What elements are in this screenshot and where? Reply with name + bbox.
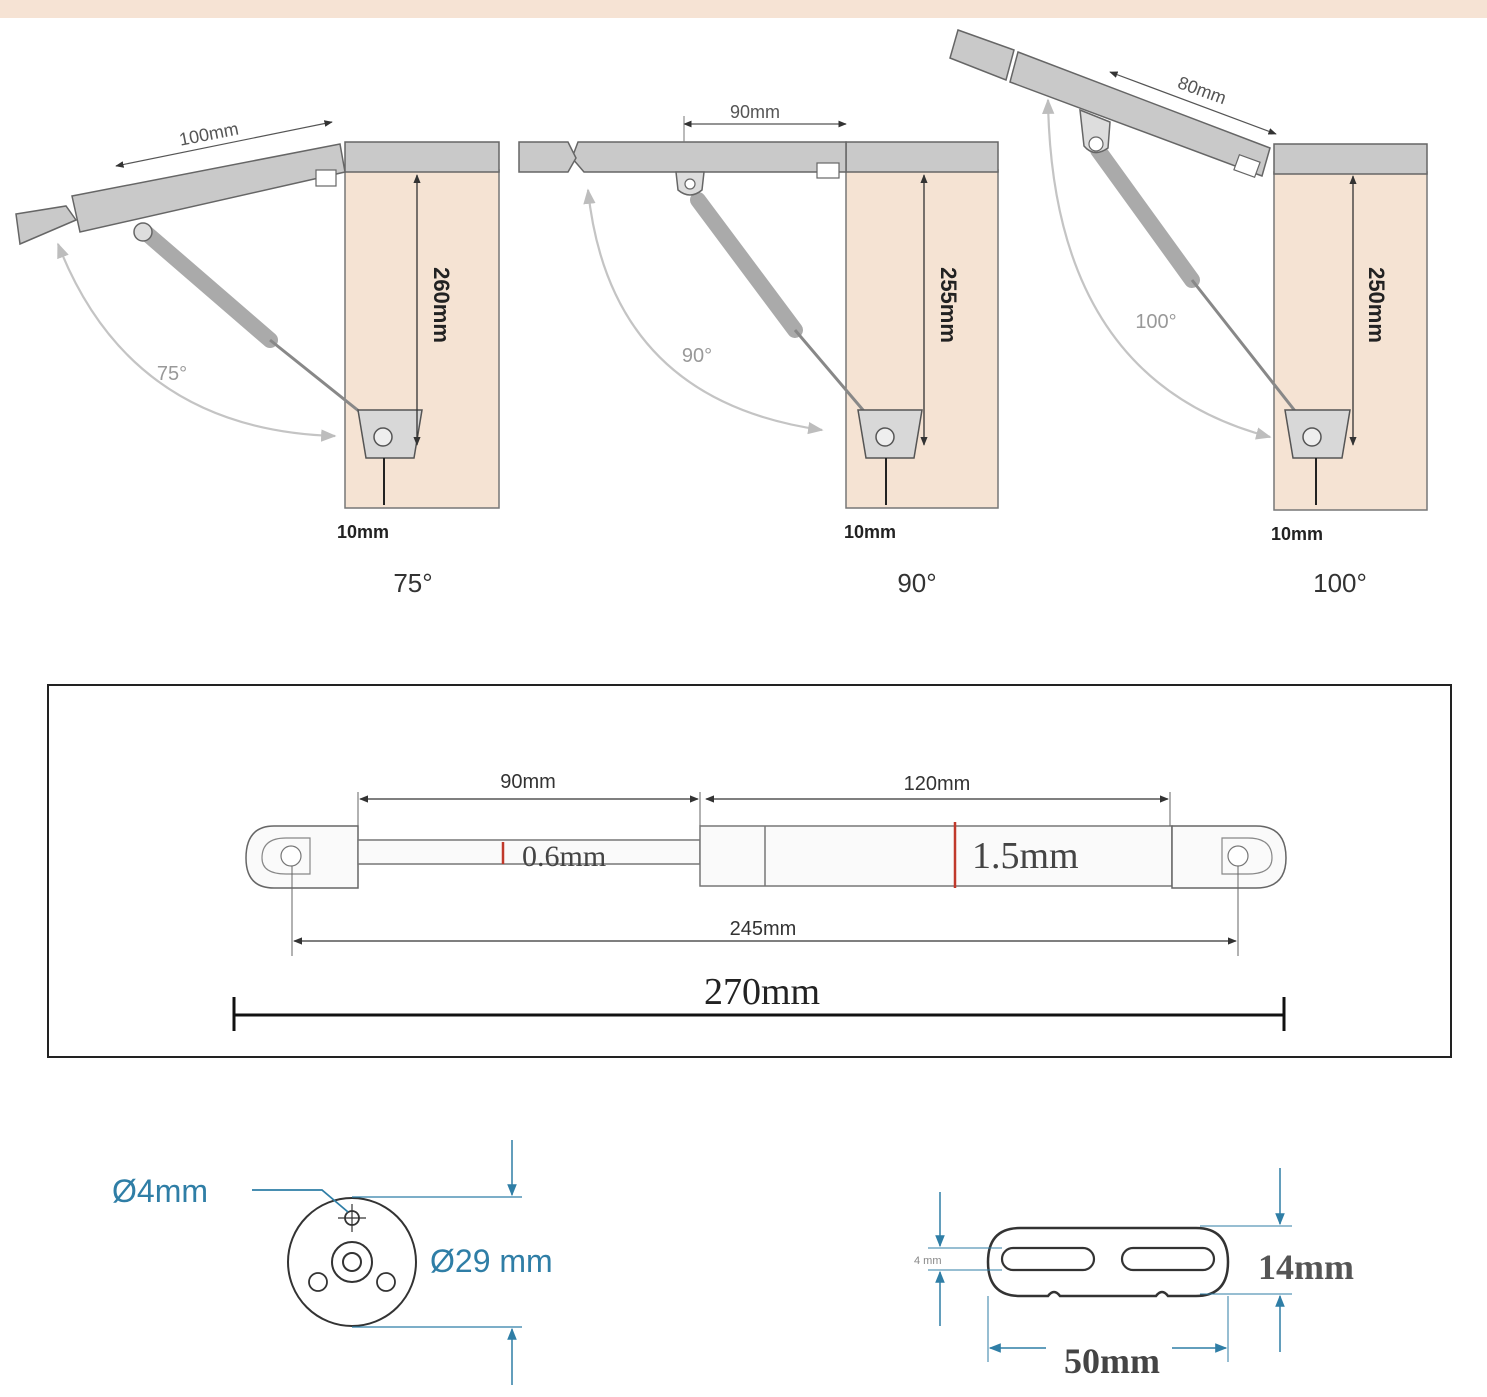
panel-caption: 100°	[1313, 568, 1367, 598]
cabinet-top	[344, 141, 500, 173]
width-label: 50mm	[1064, 1341, 1160, 1381]
panel-caption: 75°	[393, 568, 432, 598]
left-end-fitting	[245, 825, 359, 889]
total-length-label: 270mm	[704, 971, 820, 1013]
offset-label: 10mm	[1271, 524, 1323, 544]
height-dim: 260mm	[429, 267, 454, 343]
cabinet-top	[1273, 143, 1428, 175]
lid-end	[949, 29, 1015, 82]
strut-top-pin	[1088, 136, 1104, 152]
top-color-band	[0, 0, 1487, 18]
lid-end	[15, 205, 78, 246]
rod-thickness-label: 0.6mm	[522, 840, 606, 873]
mount-hole-right	[376, 1272, 396, 1292]
cabinet-side	[1273, 171, 1428, 511]
hinge-block	[315, 169, 337, 187]
center-hole	[342, 1252, 362, 1272]
mount-pivot	[1302, 427, 1322, 447]
hole-leader	[252, 1189, 349, 1213]
center-distance-label: 245mm	[730, 918, 797, 940]
plate-diameter-label: Ø29 mm	[430, 1243, 553, 1279]
hinge-block	[816, 162, 840, 179]
lid-dim: 90mm	[730, 102, 780, 122]
angle-arc	[1042, 98, 1272, 440]
lid-dim: 100mm	[177, 119, 240, 150]
panel-90: 90mm 255mm 90° 10mm 90°	[518, 102, 999, 598]
angle-label: 90°	[682, 345, 712, 367]
mount-pivot	[875, 427, 895, 447]
strut-body	[1090, 142, 1200, 288]
strut-top-pin	[684, 178, 696, 190]
cabinet-top	[845, 141, 999, 173]
strut-body	[690, 192, 803, 338]
lid	[71, 143, 346, 233]
strut-top-joint	[133, 222, 153, 242]
slot-right	[1120, 1246, 1216, 1272]
left-end-hole	[280, 845, 302, 867]
panel-caption: 90°	[897, 568, 936, 598]
right-end-hole	[1227, 845, 1249, 867]
angle-label: 75°	[157, 363, 187, 385]
slot-bracket-drawing: 4 mm 14mm 50mm	[914, 1168, 1354, 1381]
left-end-socket	[261, 837, 311, 875]
strut-dimension-box: 90mm 120mm 0.6mm 1.5mm 245mm 270mm	[47, 684, 1452, 1058]
height-label: 14mm	[1258, 1247, 1354, 1287]
frame	[47, 684, 1452, 1058]
slot-left	[1000, 1246, 1096, 1272]
lid-end	[518, 141, 577, 173]
lid	[571, 141, 847, 173]
panel-75: 100mm 260mm 75° 10mm 75°	[15, 119, 500, 598]
mount-hole-left	[308, 1272, 328, 1292]
offset-label: 10mm	[337, 522, 389, 542]
slot-plate	[986, 1226, 1230, 1298]
strut-body	[137, 224, 278, 348]
cylinder-thickness-label: 1.5mm	[972, 835, 1079, 877]
angle-arc	[56, 242, 337, 442]
panel-100: 80mm 250mm 100° 10mm 100°	[949, 29, 1428, 598]
mount-pivot	[373, 427, 393, 447]
height-dim: 250mm	[1364, 267, 1389, 343]
hole-diameter-label: Ø4mm	[112, 1173, 208, 1209]
height-dim: 255mm	[936, 267, 961, 343]
lid-dim: 80mm	[1175, 72, 1229, 108]
lid-dim-line	[115, 120, 333, 168]
round-bracket-drawing: Ø4mm Ø29 mm	[112, 1140, 553, 1385]
gas-cylinder	[699, 825, 1173, 887]
angle-arc	[583, 188, 824, 435]
angle-label: 100°	[1135, 311, 1176, 333]
cylinder-length-label: 120mm	[904, 773, 971, 795]
offset-label: 10mm	[844, 522, 896, 542]
rod-length-label: 90mm	[500, 771, 556, 793]
slot-width-label: 4 mm	[914, 1255, 942, 1267]
right-end-socket	[1221, 837, 1273, 875]
